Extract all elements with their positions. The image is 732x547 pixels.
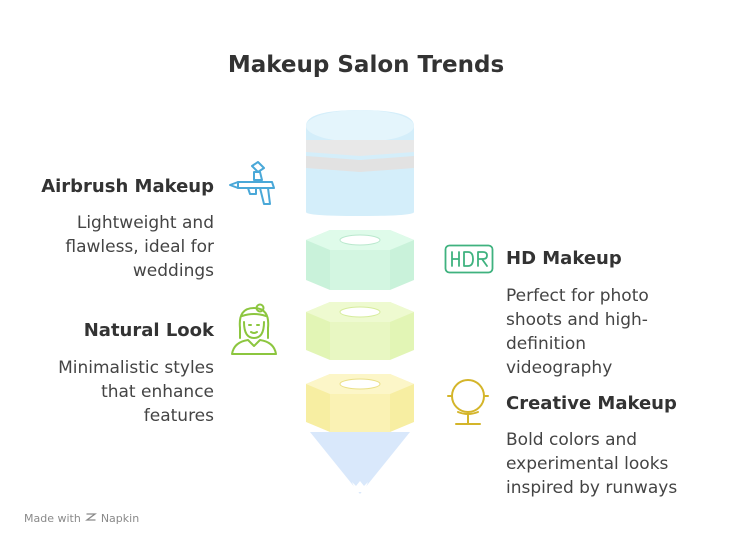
napkin-logo-icon [84,511,97,526]
creative-description: Bold colors and experimental looks inspi… [506,430,678,498]
airbrush-description: Lightweight and flawless, ideal for wedd… [65,213,214,281]
page-title: Makeup Salon Trends [227,52,505,78]
lime-hex-layer [306,302,414,360]
hd-description: Perfect for photo shoots and high- defin… [506,286,649,378]
top-cylinder-layer [306,110,414,216]
natural-title: Natural Look [83,320,214,341]
hd-title: HD Makeup [506,248,622,269]
footer-prefix: Made with [24,512,81,525]
footer-brand: Napkin [100,512,140,525]
creative-title: Creative Makeup [506,393,677,414]
hdr-icon [444,244,494,274]
footer-watermark: Made with Napkin [24,511,139,526]
yellow-hex-layer [306,374,414,432]
vanity-mirror-icon [444,376,492,428]
green-hex-layer [306,230,414,290]
cone-tip [310,432,410,494]
natural-description: Minimalistic styles that enhance feature… [58,358,214,426]
woman-face-icon [226,302,282,356]
airbrush-title: Airbrush Makeup [41,176,214,197]
airbrush-gun-icon [228,160,280,212]
